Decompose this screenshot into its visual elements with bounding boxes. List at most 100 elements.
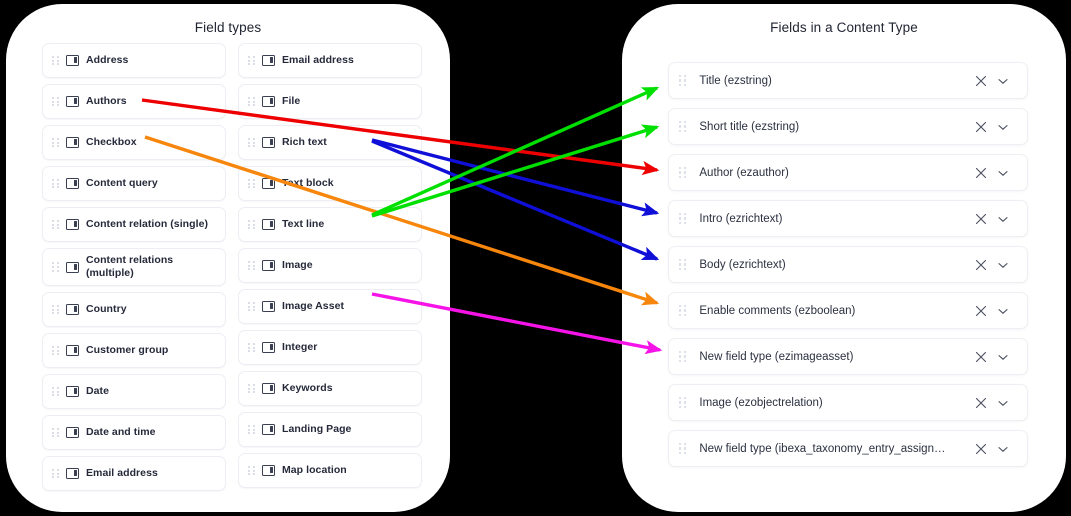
field-type-item[interactable]: Map location <box>238 453 422 488</box>
content-type-field-row[interactable]: Enable comments (ezboolean) <box>668 292 1028 329</box>
drag-handle-icon[interactable] <box>248 424 255 435</box>
field-type-item[interactable]: Landing Page <box>238 412 422 447</box>
field-type-label: Rich text <box>282 136 327 148</box>
drag-handle-icon[interactable] <box>52 345 59 356</box>
close-icon[interactable] <box>970 305 992 317</box>
content-type-field-row[interactable]: New field type (ibexa_taxonomy_entry_ass… <box>668 430 1028 467</box>
field-type-label: Email address <box>282 54 354 66</box>
field-type-item[interactable]: Email address <box>238 43 422 78</box>
drag-handle-icon[interactable] <box>52 427 59 438</box>
drag-handle-icon[interactable] <box>679 258 687 271</box>
content-type-field-row[interactable]: Image (ezobjectrelation) <box>668 384 1028 421</box>
field-type-label: Map location <box>282 464 347 476</box>
drag-handle-icon[interactable] <box>52 386 59 397</box>
chevron-down-icon[interactable] <box>992 351 1014 363</box>
drag-handle-icon[interactable] <box>248 383 255 394</box>
drag-handle-icon[interactable] <box>52 178 59 189</box>
close-icon[interactable] <box>970 397 992 409</box>
field-type-icon <box>66 345 79 356</box>
close-icon[interactable] <box>970 351 992 363</box>
drag-handle-icon[interactable] <box>679 212 687 225</box>
field-type-item[interactable]: Customer group <box>42 333 226 368</box>
chevron-down-icon[interactable] <box>992 305 1014 317</box>
drag-handle-icon[interactable] <box>248 55 255 66</box>
field-type-item[interactable]: Date and time <box>42 415 226 450</box>
content-type-field-label: Enable comments (ezboolean) <box>699 304 856 317</box>
field-type-item[interactable]: Keywords <box>238 371 422 406</box>
field-type-icon <box>262 342 275 353</box>
field-type-label: Image <box>282 259 313 271</box>
field-type-item[interactable]: Content relation (single) <box>42 207 226 242</box>
chevron-down-icon[interactable] <box>992 121 1014 133</box>
drag-handle-icon[interactable] <box>52 96 59 107</box>
drag-handle-icon[interactable] <box>52 55 59 66</box>
field-type-icon <box>262 178 275 189</box>
field-type-item[interactable]: Date <box>42 374 226 409</box>
drag-handle-icon[interactable] <box>248 219 255 230</box>
drag-handle-icon[interactable] <box>679 396 687 409</box>
drag-handle-icon[interactable] <box>52 219 59 230</box>
field-type-item[interactable]: Integer <box>238 330 422 365</box>
drag-handle-icon[interactable] <box>679 442 687 455</box>
field-type-item[interactable]: Country <box>42 292 226 327</box>
close-icon[interactable] <box>970 75 992 87</box>
drag-handle-icon[interactable] <box>679 166 687 179</box>
content-type-field-row[interactable]: Title (ezstring) <box>668 62 1028 99</box>
drag-handle-icon[interactable] <box>248 301 255 312</box>
field-type-item[interactable]: Image Asset <box>238 289 422 324</box>
drag-handle-icon[interactable] <box>248 137 255 148</box>
drag-handle-icon[interactable] <box>52 304 59 315</box>
content-type-field-row[interactable]: Intro (ezrichtext) <box>668 200 1028 237</box>
close-icon[interactable] <box>970 259 992 271</box>
field-type-label: Country <box>86 303 127 315</box>
drag-handle-icon[interactable] <box>248 178 255 189</box>
drag-handle-icon[interactable] <box>248 96 255 107</box>
field-type-icon <box>262 465 275 476</box>
field-type-item[interactable]: Rich text <box>238 125 422 160</box>
content-type-field-row[interactable]: Body (ezrichtext) <box>668 246 1028 283</box>
chevron-down-icon[interactable] <box>992 75 1014 87</box>
field-type-item[interactable]: Email address <box>42 456 226 491</box>
drag-handle-icon[interactable] <box>679 350 687 363</box>
drag-handle-icon[interactable] <box>52 468 59 479</box>
content-type-field-label: Body (ezrichtext) <box>699 258 786 271</box>
drag-handle-icon[interactable] <box>52 137 59 148</box>
close-icon[interactable] <box>970 213 992 225</box>
drag-handle-icon[interactable] <box>248 465 255 476</box>
chevron-down-icon[interactable] <box>992 397 1014 409</box>
content-type-field-row[interactable]: Short title (ezstring) <box>668 108 1028 145</box>
field-type-item[interactable]: Content relations (multiple) <box>42 248 226 286</box>
content-type-field-label: Image (ezobjectrelation) <box>699 396 823 409</box>
drag-handle-icon[interactable] <box>679 304 687 317</box>
field-type-item[interactable]: Text block <box>238 166 422 201</box>
field-type-label: Content relation (single) <box>86 218 208 230</box>
close-icon[interactable] <box>970 121 992 133</box>
field-type-label: Landing Page <box>282 423 352 435</box>
drag-handle-icon[interactable] <box>679 120 687 133</box>
close-icon[interactable] <box>970 443 992 455</box>
field-type-label: File <box>282 95 301 107</box>
chevron-down-icon[interactable] <box>992 259 1014 271</box>
field-type-item[interactable]: Address <box>42 43 226 78</box>
chevron-down-icon[interactable] <box>992 167 1014 179</box>
field-type-item[interactable]: Text line <box>238 207 422 242</box>
field-type-item[interactable]: Content query <box>42 166 226 201</box>
content-type-field-row[interactable]: New field type (ezimageasset) <box>668 338 1028 375</box>
field-type-label: Email address <box>86 467 158 479</box>
drag-handle-icon[interactable] <box>248 342 255 353</box>
field-type-item[interactable]: Checkbox <box>42 125 226 160</box>
field-type-item[interactable]: Authors <box>42 84 226 119</box>
content-type-field-label: New field type (ibexa_taxonomy_entry_ass… <box>699 442 946 455</box>
content-type-field-row[interactable]: Author (ezauthor) <box>668 154 1028 191</box>
field-type-icon <box>66 386 79 397</box>
field-type-item[interactable]: File <box>238 84 422 119</box>
drag-handle-icon[interactable] <box>248 260 255 271</box>
chevron-down-icon[interactable] <box>992 443 1014 455</box>
field-type-label: Content relations (multiple) <box>86 254 174 279</box>
field-type-item[interactable]: Image <box>238 248 422 283</box>
drag-handle-icon[interactable] <box>679 74 687 87</box>
chevron-down-icon[interactable] <box>992 213 1014 225</box>
drag-handle-icon[interactable] <box>52 262 59 273</box>
close-icon[interactable] <box>970 167 992 179</box>
content-type-field-label: Short title (ezstring) <box>699 120 800 133</box>
